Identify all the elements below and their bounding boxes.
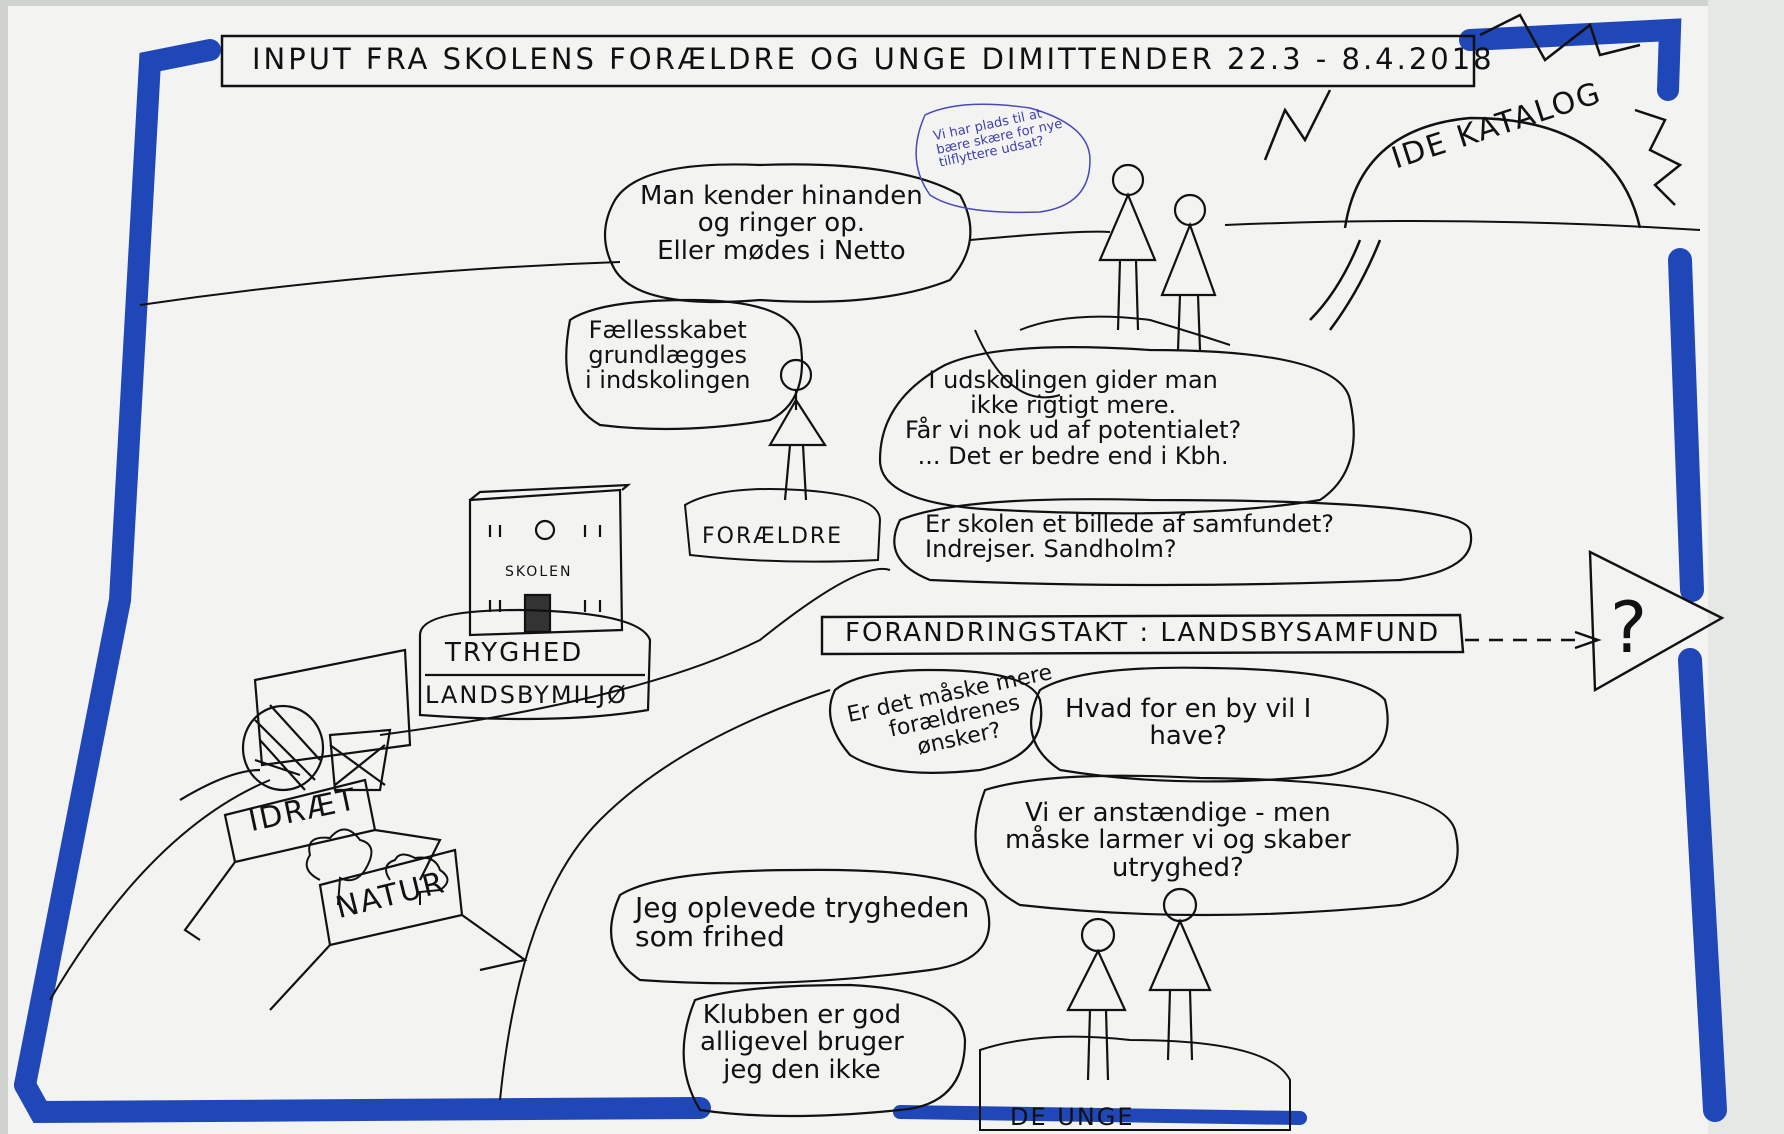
label-tryghed: TRYGHED — [445, 638, 584, 668]
winding-road — [49, 329, 1061, 1101]
horizon-lines — [139, 220, 1701, 306]
label-landsbymiljo: LANDSBYMILJØ — [425, 681, 628, 709]
question-mark: ? — [1610, 587, 1648, 669]
bubble-faellesskabet-shape — [565, 298, 804, 431]
bubble-udskolingen-text: I udskolingen gider man ikke rigtigt mer… — [905, 366, 1242, 470]
note-blue-shape — [915, 103, 1091, 214]
bubble-faellesskabet-text: Fællesskabet grundlægges i indskolingen — [585, 316, 751, 395]
label-de-unge: DE UNGE — [1010, 1103, 1135, 1131]
school-building-icon — [418, 483, 652, 721]
person-icon — [768, 163, 1217, 1081]
basketball-hoop-icon — [241, 648, 412, 792]
bubble-kender-shape — [604, 163, 972, 304]
title-box — [220, 34, 1476, 88]
sun-icon — [1263, 13, 1683, 331]
platforms — [683, 315, 1291, 1131]
bubble-hvad-by-text: Hvad for en by vil I have? — [1065, 694, 1312, 752]
tree-icon — [305, 828, 449, 906]
page-title: INPUT FRA SKOLENS FORÆLDRE OG UNGE DIMIT… — [252, 42, 1495, 76]
label-foraeldre: FORÆLDRE — [702, 524, 844, 549]
paper-edge-right — [1708, 0, 1784, 1134]
bubble-billede-shape — [893, 498, 1473, 587]
bubble-anstaendige-shape — [974, 774, 1459, 917]
bubble-anstaendige-text: Vi er anstændige - men måske larmer vi o… — [1005, 798, 1351, 883]
bubble-oplevede-shape — [609, 868, 991, 985]
bubble-oplevede-text: Jeg oplevede trygheden som frihed — [635, 891, 970, 954]
speech-bubbles — [565, 103, 1473, 1118]
blue-frame — [14, 18, 1727, 1125]
bubble-hvad-shape — [1029, 666, 1389, 783]
banners — [179, 768, 528, 1011]
paper-sheet — [8, 6, 1708, 1134]
label-forandringstakt: FORANDRINGSTAKT : LANDSBYSAMFUND — [845, 618, 1441, 648]
bubble-billede-text: Er skolen et billede af samfundet? Indre… — [925, 510, 1334, 564]
bubble-klubben-shape — [682, 983, 967, 1118]
arrow-right-icon — [820, 550, 1725, 693]
bubble-klubben-text: Klubben er god alligevel bruger jeg den … — [700, 1000, 904, 1085]
bubble-kender-text: Man kender hinanden og ringer op. Eller … — [640, 181, 923, 266]
label-skolen: SKOLEN — [505, 564, 573, 580]
bubble-udskolingen-shape — [878, 346, 1355, 515]
